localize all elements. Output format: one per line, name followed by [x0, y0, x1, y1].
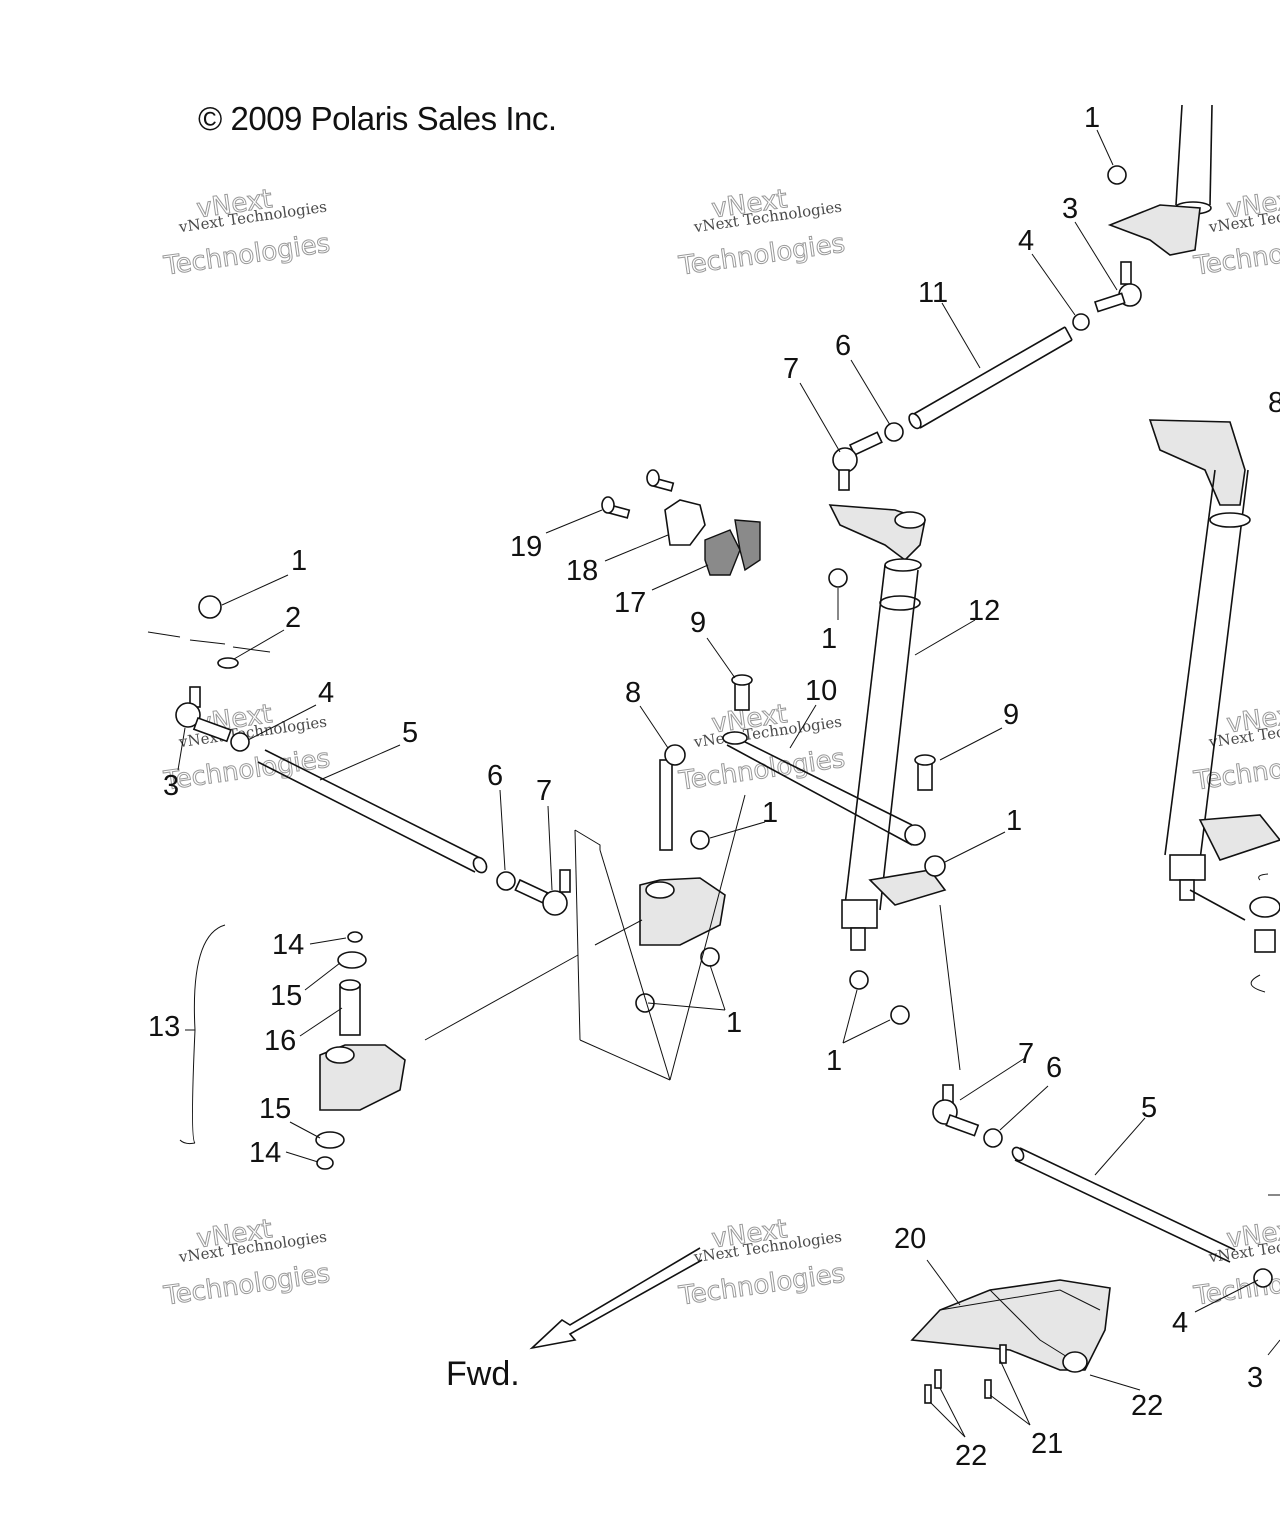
callout-1: 1 — [1084, 102, 1100, 134]
watermark-line3: Technologies — [1191, 744, 1280, 797]
tie-rod-end-top — [1072, 165, 1142, 331]
callout-22: 22 — [955, 1440, 987, 1472]
tie-rod-11 — [908, 326, 1073, 430]
callout-15: 15 — [259, 1093, 291, 1125]
callout-14: 14 — [272, 929, 304, 961]
callout-8: 8 — [625, 677, 641, 709]
callout-1: 1 — [826, 1045, 842, 1077]
callout-4: 4 — [318, 677, 334, 709]
callout-21: 21 — [1031, 1428, 1063, 1460]
callout-14: 14 — [249, 1137, 281, 1169]
callout-18: 18 — [566, 555, 598, 587]
watermark-line2: vNext — [1225, 699, 1280, 739]
callout-9: 9 — [690, 607, 706, 639]
callout-1: 1 — [291, 545, 307, 577]
callout-1: 1 — [762, 797, 778, 829]
copyright-text: © 2009 Polaris Sales Inc. — [198, 100, 557, 137]
callout-7: 7 — [1018, 1038, 1034, 1070]
callout-13: 13 — [148, 1011, 180, 1043]
right-edge-parts — [1249, 873, 1280, 1356]
callout-22: 22 — [1131, 1390, 1163, 1422]
clamp-assembly — [601, 469, 761, 576]
bearing-housing-13 — [179, 919, 643, 1170]
forward-label: Fwd. — [446, 1355, 520, 1393]
callout-3: 3 — [1062, 193, 1078, 225]
callout-10: 10 — [805, 675, 837, 707]
callout-7: 7 — [536, 775, 552, 807]
callout-6: 6 — [1046, 1052, 1062, 1084]
tie-rod-end-upper — [832, 422, 904, 491]
callout-5: 5 — [1141, 1092, 1157, 1124]
steering-post-12 — [828, 504, 947, 1025]
tie-rod-left — [147, 595, 571, 916]
bracket-assembly — [574, 744, 746, 1081]
watermark-line3: Technologies — [161, 229, 332, 282]
guard-20 — [910, 1279, 1111, 1404]
watermark-mid-right: vNext Technologies vNext Technologies — [1191, 699, 1280, 797]
watermark-bottom-left: vNext Technologies vNext Technologies — [161, 1214, 333, 1312]
callout-7: 7 — [783, 353, 799, 385]
callout-16: 16 — [264, 1025, 296, 1057]
watermark-top-center: vNext Technologies vNext Technologies — [676, 184, 848, 282]
callout-4: 4 — [1018, 225, 1034, 257]
callout-9: 9 — [1003, 699, 1019, 731]
callout-12: 12 — [968, 595, 1000, 627]
callout-11: 11 — [918, 277, 948, 309]
watermark-line3: Technologies — [1191, 229, 1280, 282]
pitman-arm-10 — [722, 674, 926, 846]
watermark-bottom-center: vNext Technologies vNext Technologies — [676, 1214, 848, 1312]
watermark-top-right: vNext Technologies vNext Technologies — [1191, 184, 1280, 282]
callout-3: 3 — [1247, 1362, 1263, 1394]
callout-5: 5 — [402, 717, 418, 749]
callout-6: 6 — [835, 330, 851, 362]
watermark-line3: Technologies — [676, 1259, 847, 1312]
watermark-line3: Technologies — [161, 1259, 332, 1312]
forward-arrow — [529, 1247, 703, 1350]
callout-1: 1 — [1006, 805, 1022, 837]
callout-labels: 1 3 4 11 6 7 8 19 18 17 1 12 1 2 4 5 3 9… — [148, 102, 1280, 1472]
callout-15: 15 — [270, 980, 302, 1012]
callout-20: 20 — [894, 1223, 926, 1255]
callout-3: 3 — [163, 770, 179, 802]
watermark-line2: vNext — [1225, 184, 1280, 224]
watermark-bottom-right: vNext Technologies vNext Technologies — [1191, 1214, 1280, 1312]
callout-19: 19 — [510, 531, 542, 563]
callout-1: 1 — [821, 623, 837, 655]
watermark-top-left: vNext Technologies vNext Technologies — [161, 184, 333, 282]
callout-8-cut: 8 — [1268, 387, 1280, 419]
watermark-line3: Technologies — [676, 229, 847, 282]
callout-17: 17 — [614, 587, 646, 619]
watermark-line3: Technologies — [676, 744, 847, 797]
callout-6: 6 — [487, 760, 503, 792]
leader-lines — [177, 129, 1259, 1438]
tie-rod-lower-right — [932, 904, 1273, 1288]
right-steering-column — [1107, 104, 1280, 921]
callout-2: 2 — [285, 602, 301, 634]
callout-1: 1 — [726, 1007, 742, 1039]
callout-4: 4 — [1172, 1307, 1188, 1339]
